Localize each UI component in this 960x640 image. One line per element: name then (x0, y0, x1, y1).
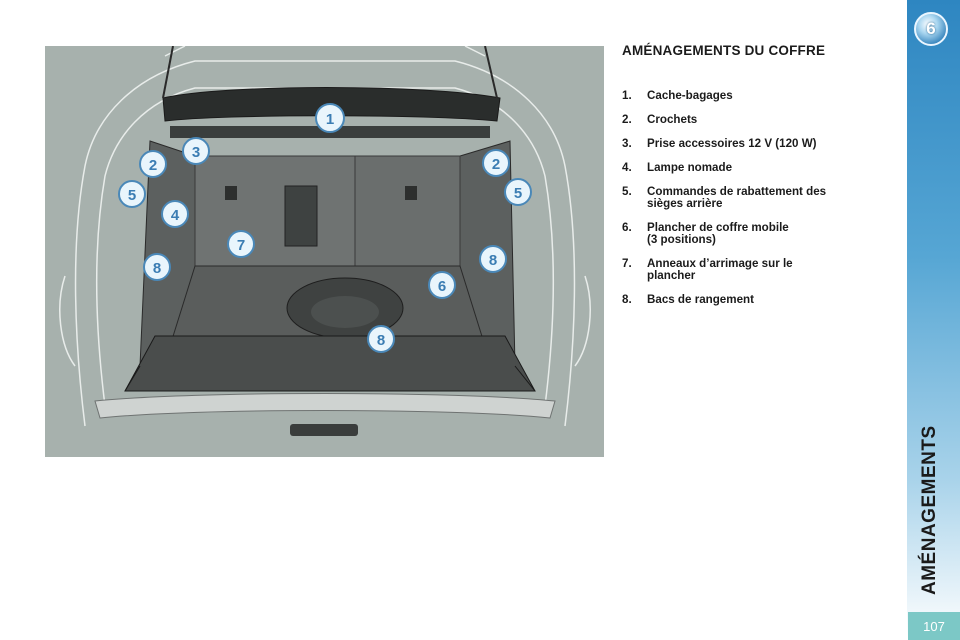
callout-8-right-label: 8 (489, 252, 497, 269)
list-item: 6. Plancher de coffre mobile (3 positions… (622, 222, 892, 246)
list-item: 8. Bacs de rangement (622, 294, 892, 306)
item-text: Lampe nomade (647, 161, 733, 174)
item-number: 4. (622, 161, 632, 174)
callout-7-label: 7 (237, 237, 245, 254)
item-number: 6. (622, 221, 632, 234)
item-number: 1. (622, 89, 632, 102)
item-text: Bacs de rangement (647, 293, 754, 306)
callout-2-right-label: 2 (492, 156, 500, 173)
item-text: Plancher de coffre mobile (3 positions) (647, 221, 789, 246)
car-outline (59, 46, 591, 427)
list-item: 3. Prise accessoires 12 V (120 W) (622, 138, 892, 150)
section-label: AMÉNAGEMENTS (919, 425, 940, 595)
spare-wheel (311, 296, 379, 328)
trunk-drawing: 1 2 3 2 5 5 4 7 8 8 6 8 (59, 46, 591, 436)
callout-1: 1 (315, 103, 345, 133)
item-text: Anneaux d’arrimage sur le plancher (647, 257, 793, 282)
callout-5-right: 5 (504, 178, 532, 206)
callouts: 1 2 3 2 5 5 4 7 8 8 6 8 (118, 103, 532, 353)
callout-8-center: 8 (367, 325, 395, 353)
seatback-right (354, 155, 461, 267)
strut-left (162, 46, 174, 99)
list-item: 1. Cache-bagages (622, 90, 892, 102)
seatback-left (194, 155, 356, 267)
callout-2-right: 2 (482, 149, 510, 177)
callout-4: 4 (161, 200, 189, 228)
callout-4-label: 4 (171, 207, 180, 224)
callout-5-right-label: 5 (514, 185, 522, 202)
chapter-badge: 6 (914, 12, 948, 46)
callout-2-left-label: 2 (149, 157, 157, 174)
list-item: 7. Anneaux d’arrimage sur le plancher (622, 258, 892, 282)
strut-right (484, 46, 498, 99)
callout-6: 6 (428, 271, 456, 299)
ski-hatch (284, 185, 318, 247)
leader-lines (124, 365, 536, 392)
callout-8-left-label: 8 (153, 260, 161, 277)
callout-3: 3 (182, 137, 210, 165)
list-item: 4. Lampe nomade (622, 162, 892, 174)
item-number: 5. (622, 185, 632, 198)
item-number: 8. (622, 293, 632, 306)
callout-2-left: 2 (139, 150, 167, 178)
seat-latch-left (225, 186, 237, 200)
equipment-list: 1. Cache-bagages 2. Crochets 3. Prise acces… (622, 90, 892, 318)
list-item: 5. Commandes de rabattement des sièges ar… (622, 186, 892, 210)
callout-5-left: 5 (118, 180, 146, 208)
list-item: 2. Crochets (622, 114, 892, 126)
item-text: Cache-bagages (647, 89, 733, 102)
load-lip (124, 335, 536, 392)
page-title: AMÉNAGEMENTS DU COFFRE (622, 43, 826, 58)
item-text: Commandes de rabattement des sièges arri… (647, 185, 827, 210)
callout-6-label: 6 (438, 278, 446, 295)
callout-1-label: 1 (326, 111, 334, 128)
rear-light-bar (290, 424, 358, 436)
callout-3-label: 3 (192, 144, 200, 161)
page-number: 107 (908, 612, 960, 640)
callout-8-left: 8 (143, 253, 171, 281)
item-text: Crochets (647, 113, 698, 126)
item-text: Prise accessoires 12 V (120 W) (647, 137, 817, 150)
bumper (94, 393, 556, 419)
item-number: 3. (622, 137, 632, 150)
item-number: 7. (622, 257, 632, 270)
item-number: 2. (622, 113, 632, 126)
callout-5-left-label: 5 (128, 187, 136, 204)
seat-latch-right (405, 186, 417, 200)
callout-8-right: 8 (479, 245, 507, 273)
callout-8-center-label: 8 (377, 332, 385, 349)
chapter-number: 6 (926, 19, 936, 38)
chapter-sidebar (907, 0, 960, 640)
callout-7: 7 (227, 230, 255, 258)
trunk-illustration: 1 2 3 2 5 5 4 7 8 8 6 8 (45, 46, 604, 457)
